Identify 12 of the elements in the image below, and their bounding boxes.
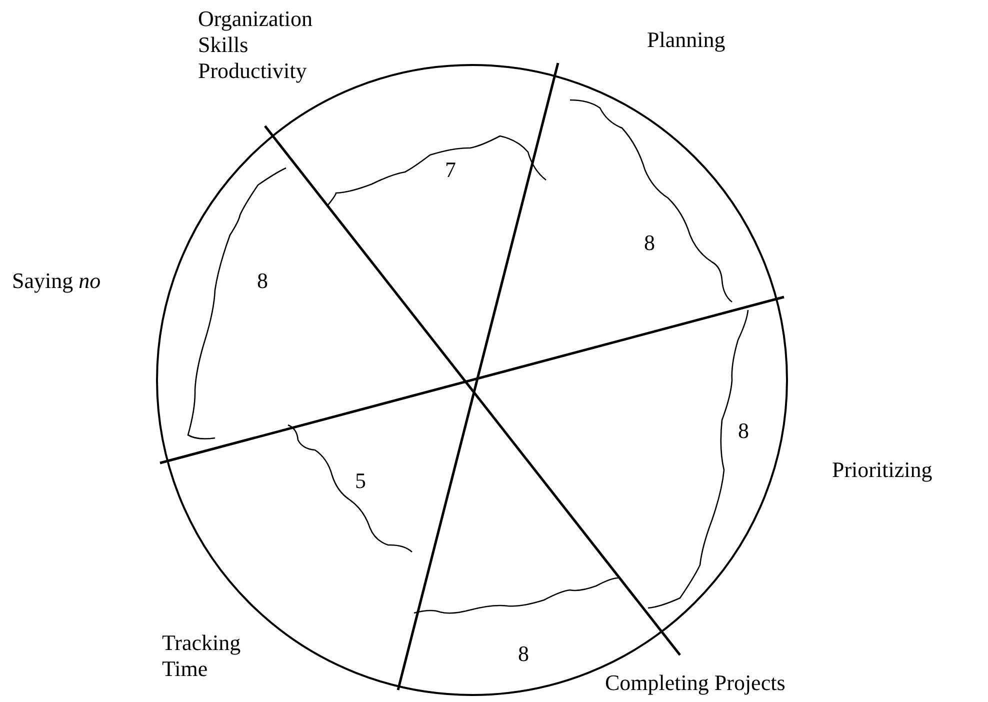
- sector-label: Planning: [647, 27, 726, 53]
- sector-label: Completing Projects: [605, 670, 786, 696]
- score-number: 8: [644, 230, 656, 256]
- score-number: 8: [257, 268, 269, 294]
- sector-label: Saying no: [12, 268, 102, 294]
- score-number: 5: [355, 468, 367, 494]
- score-number: 7: [445, 157, 457, 183]
- score-number: 8: [518, 641, 530, 667]
- sector-label: Prioritizing: [832, 457, 934, 483]
- score-number: 8: [738, 418, 750, 444]
- sector-label: Organization Skills Productivity: [198, 6, 314, 84]
- sector-label: Tracking Time: [162, 630, 242, 682]
